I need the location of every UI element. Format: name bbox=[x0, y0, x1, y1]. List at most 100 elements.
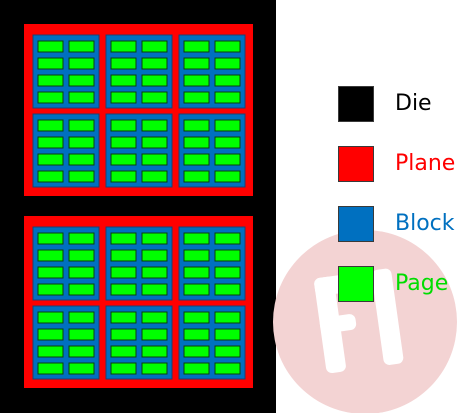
page bbox=[37, 345, 64, 358]
page bbox=[141, 170, 168, 183]
page bbox=[214, 136, 241, 149]
page bbox=[141, 40, 168, 53]
page bbox=[183, 232, 210, 245]
page bbox=[141, 136, 168, 149]
page bbox=[37, 266, 64, 279]
legend-swatch-page bbox=[338, 266, 374, 302]
legend-label-die: Die bbox=[395, 91, 432, 116]
page bbox=[183, 170, 210, 183]
page bbox=[214, 328, 241, 341]
page bbox=[68, 249, 95, 262]
page bbox=[214, 153, 241, 166]
page bbox=[110, 153, 137, 166]
page bbox=[141, 74, 168, 87]
page bbox=[183, 362, 210, 375]
page bbox=[68, 57, 95, 70]
legend-label-page: Page bbox=[395, 271, 449, 296]
page bbox=[37, 119, 64, 132]
page bbox=[110, 283, 137, 296]
page bbox=[183, 345, 210, 358]
page bbox=[37, 249, 64, 262]
page bbox=[183, 266, 210, 279]
page bbox=[110, 328, 137, 341]
page bbox=[37, 40, 64, 53]
fi-logo-icon bbox=[273, 230, 457, 413]
page bbox=[183, 153, 210, 166]
page bbox=[141, 91, 168, 104]
page bbox=[110, 40, 137, 53]
page bbox=[214, 119, 241, 132]
page bbox=[37, 311, 64, 324]
page bbox=[183, 328, 210, 341]
legend-label-plane: Plane bbox=[395, 151, 456, 176]
page bbox=[183, 283, 210, 296]
legend-swatch-block bbox=[338, 206, 374, 242]
page bbox=[68, 136, 95, 149]
page bbox=[183, 249, 210, 262]
page bbox=[68, 283, 95, 296]
page bbox=[110, 170, 137, 183]
page bbox=[141, 328, 168, 341]
page bbox=[214, 311, 241, 324]
page bbox=[68, 345, 95, 358]
page bbox=[141, 362, 168, 375]
page bbox=[68, 74, 95, 87]
page bbox=[214, 362, 241, 375]
page bbox=[141, 266, 168, 279]
page bbox=[214, 91, 241, 104]
page bbox=[37, 232, 64, 245]
page bbox=[68, 119, 95, 132]
page bbox=[110, 266, 137, 279]
page bbox=[183, 91, 210, 104]
page bbox=[110, 232, 137, 245]
legend-swatch-plane bbox=[338, 146, 374, 182]
page bbox=[141, 345, 168, 358]
page bbox=[110, 136, 137, 149]
page bbox=[183, 40, 210, 53]
legend-label-block: Block bbox=[395, 211, 455, 236]
page bbox=[141, 57, 168, 70]
page bbox=[110, 119, 137, 132]
page bbox=[141, 283, 168, 296]
page bbox=[110, 311, 137, 324]
legend-swatch-die bbox=[338, 86, 374, 122]
page bbox=[68, 232, 95, 245]
page bbox=[110, 91, 137, 104]
page bbox=[68, 40, 95, 53]
page bbox=[141, 311, 168, 324]
page bbox=[214, 74, 241, 87]
page bbox=[183, 311, 210, 324]
page bbox=[68, 328, 95, 341]
page bbox=[110, 74, 137, 87]
page bbox=[141, 119, 168, 132]
page bbox=[37, 136, 64, 149]
page bbox=[110, 362, 137, 375]
page bbox=[110, 57, 137, 70]
page bbox=[110, 249, 137, 262]
page bbox=[37, 153, 64, 166]
page bbox=[37, 328, 64, 341]
page bbox=[37, 362, 64, 375]
page bbox=[141, 153, 168, 166]
page bbox=[68, 311, 95, 324]
page bbox=[37, 57, 64, 70]
page bbox=[214, 232, 241, 245]
page bbox=[214, 345, 241, 358]
page bbox=[214, 266, 241, 279]
page bbox=[183, 136, 210, 149]
page bbox=[68, 170, 95, 183]
page bbox=[214, 57, 241, 70]
page bbox=[141, 232, 168, 245]
page bbox=[183, 119, 210, 132]
page bbox=[68, 91, 95, 104]
page bbox=[68, 153, 95, 166]
page bbox=[37, 283, 64, 296]
page bbox=[37, 170, 64, 183]
page bbox=[68, 362, 95, 375]
page bbox=[214, 283, 241, 296]
page bbox=[214, 40, 241, 53]
page bbox=[183, 57, 210, 70]
page bbox=[37, 91, 64, 104]
page bbox=[214, 249, 241, 262]
